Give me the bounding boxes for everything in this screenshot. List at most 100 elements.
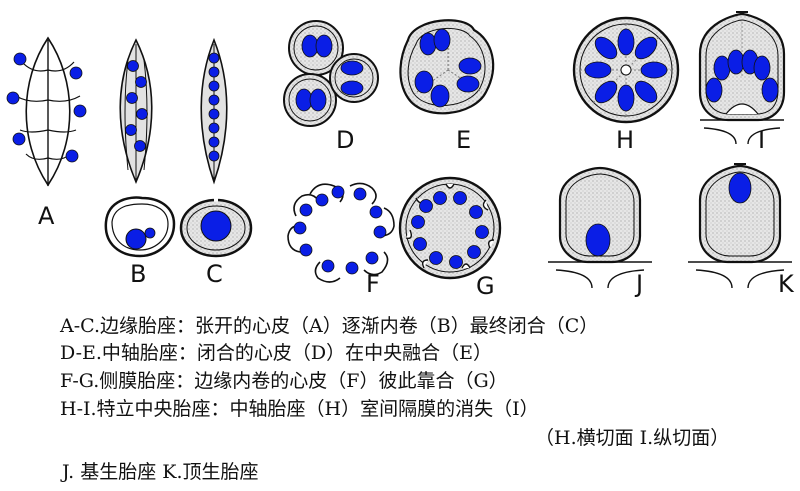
diagram-k-apical xyxy=(688,163,792,289)
ovule xyxy=(640,61,668,79)
ovule xyxy=(634,36,658,60)
ovule xyxy=(13,52,27,66)
ovule xyxy=(321,259,335,273)
ovule xyxy=(594,80,618,104)
carpel xyxy=(288,20,344,76)
ovule xyxy=(331,185,345,199)
diagram-i-free-central-long xyxy=(698,11,786,145)
ovule xyxy=(65,149,79,163)
ovule xyxy=(315,193,329,207)
ovule xyxy=(617,84,635,112)
ovule xyxy=(208,108,220,120)
label-g: G xyxy=(476,272,495,300)
label-a: A xyxy=(38,202,55,230)
label-e: E xyxy=(456,126,471,154)
label-i: I xyxy=(758,126,765,154)
ovule xyxy=(353,187,367,201)
ovule xyxy=(208,136,220,148)
label-d: D xyxy=(336,126,354,154)
ovule xyxy=(761,77,779,103)
ovule xyxy=(340,80,364,96)
ovule xyxy=(419,199,433,213)
ovule xyxy=(475,225,489,239)
diagram-j-basal xyxy=(548,166,652,289)
ovule xyxy=(6,91,20,105)
ovule xyxy=(467,245,481,259)
diagram-h-free-central-cross xyxy=(572,16,680,124)
ovule xyxy=(373,225,387,239)
label-k: K xyxy=(778,270,795,298)
diagram-b-cross-section xyxy=(104,196,176,258)
ovule xyxy=(585,223,611,257)
ovule xyxy=(713,55,731,81)
diagram-f-parietal-separate xyxy=(287,182,395,283)
ovule xyxy=(299,203,313,217)
label-h: H xyxy=(616,126,634,154)
ovule xyxy=(200,210,232,242)
caption-line-3: F-G.侧膜胎座：边缘内卷的心皮（F）彼此靠合（G） xyxy=(60,370,508,392)
diagram-c-cross-section xyxy=(179,198,253,258)
ovule xyxy=(208,52,220,64)
ovule xyxy=(135,76,147,88)
ovule xyxy=(728,172,752,204)
ovule xyxy=(429,251,443,265)
carpel xyxy=(329,53,379,103)
ovule xyxy=(125,124,137,136)
ovule xyxy=(208,94,220,106)
ovule xyxy=(430,84,450,108)
diagram-a-open-carpel xyxy=(6,36,87,187)
ovule xyxy=(126,92,138,104)
caption-line-4: H-I.特立中央胎座：中轴胎座（H）室间隔膜的消失（I） xyxy=(60,398,539,420)
label-c: C xyxy=(206,260,223,288)
carpel xyxy=(283,73,337,127)
ovule xyxy=(208,66,220,78)
caption-line-5: （H.横切面 I.纵切面） xyxy=(535,427,730,449)
label-j: J xyxy=(634,270,643,298)
ovule xyxy=(144,227,156,239)
ovule xyxy=(136,108,148,120)
ovule xyxy=(753,55,771,81)
ovule xyxy=(414,70,434,94)
ovule xyxy=(449,255,463,269)
label-b: B xyxy=(130,260,146,288)
ovule xyxy=(594,36,618,60)
ovule xyxy=(345,261,359,275)
caption-line-1: A-C.边缘胎座：张开的心皮（A）逐渐内卷（B）最终闭合（C） xyxy=(60,315,599,337)
ovule xyxy=(125,228,147,250)
ovule xyxy=(208,80,220,92)
ovule xyxy=(419,32,437,56)
ovule xyxy=(617,28,635,56)
ovule xyxy=(12,132,26,146)
ovule xyxy=(458,57,482,75)
diagram-d-separate-carpels xyxy=(283,20,379,127)
ovule xyxy=(309,88,327,112)
ovule xyxy=(315,34,333,58)
diagram-b-folding-carpel xyxy=(119,38,153,185)
ovule xyxy=(413,237,427,251)
caption-line-2: D-E.中轴胎座：闭合的心皮（D）在中央融合（E） xyxy=(60,342,493,364)
ovule xyxy=(369,205,383,219)
ovule xyxy=(584,61,612,79)
ovule xyxy=(705,77,723,103)
diagram-e-axile xyxy=(399,19,495,115)
ovule xyxy=(469,205,483,219)
ovule xyxy=(340,60,364,76)
ovule xyxy=(453,191,467,205)
ovule xyxy=(69,66,83,80)
ovule xyxy=(433,28,451,52)
ovule xyxy=(365,251,379,265)
ovule xyxy=(299,243,313,257)
ovule xyxy=(634,80,658,104)
ovule xyxy=(134,140,146,152)
ovule xyxy=(208,122,220,134)
ovule xyxy=(293,221,307,235)
ovule xyxy=(411,215,425,229)
diagram-c-closed-carpel xyxy=(200,37,228,185)
ovule xyxy=(208,150,220,162)
ovule xyxy=(433,191,447,205)
diagram-g-parietal-fused xyxy=(398,176,502,280)
caption-line-6: J. 基生胎座 K.顶生胎座 xyxy=(62,461,259,483)
ovule xyxy=(73,104,87,118)
ovule xyxy=(127,60,139,72)
